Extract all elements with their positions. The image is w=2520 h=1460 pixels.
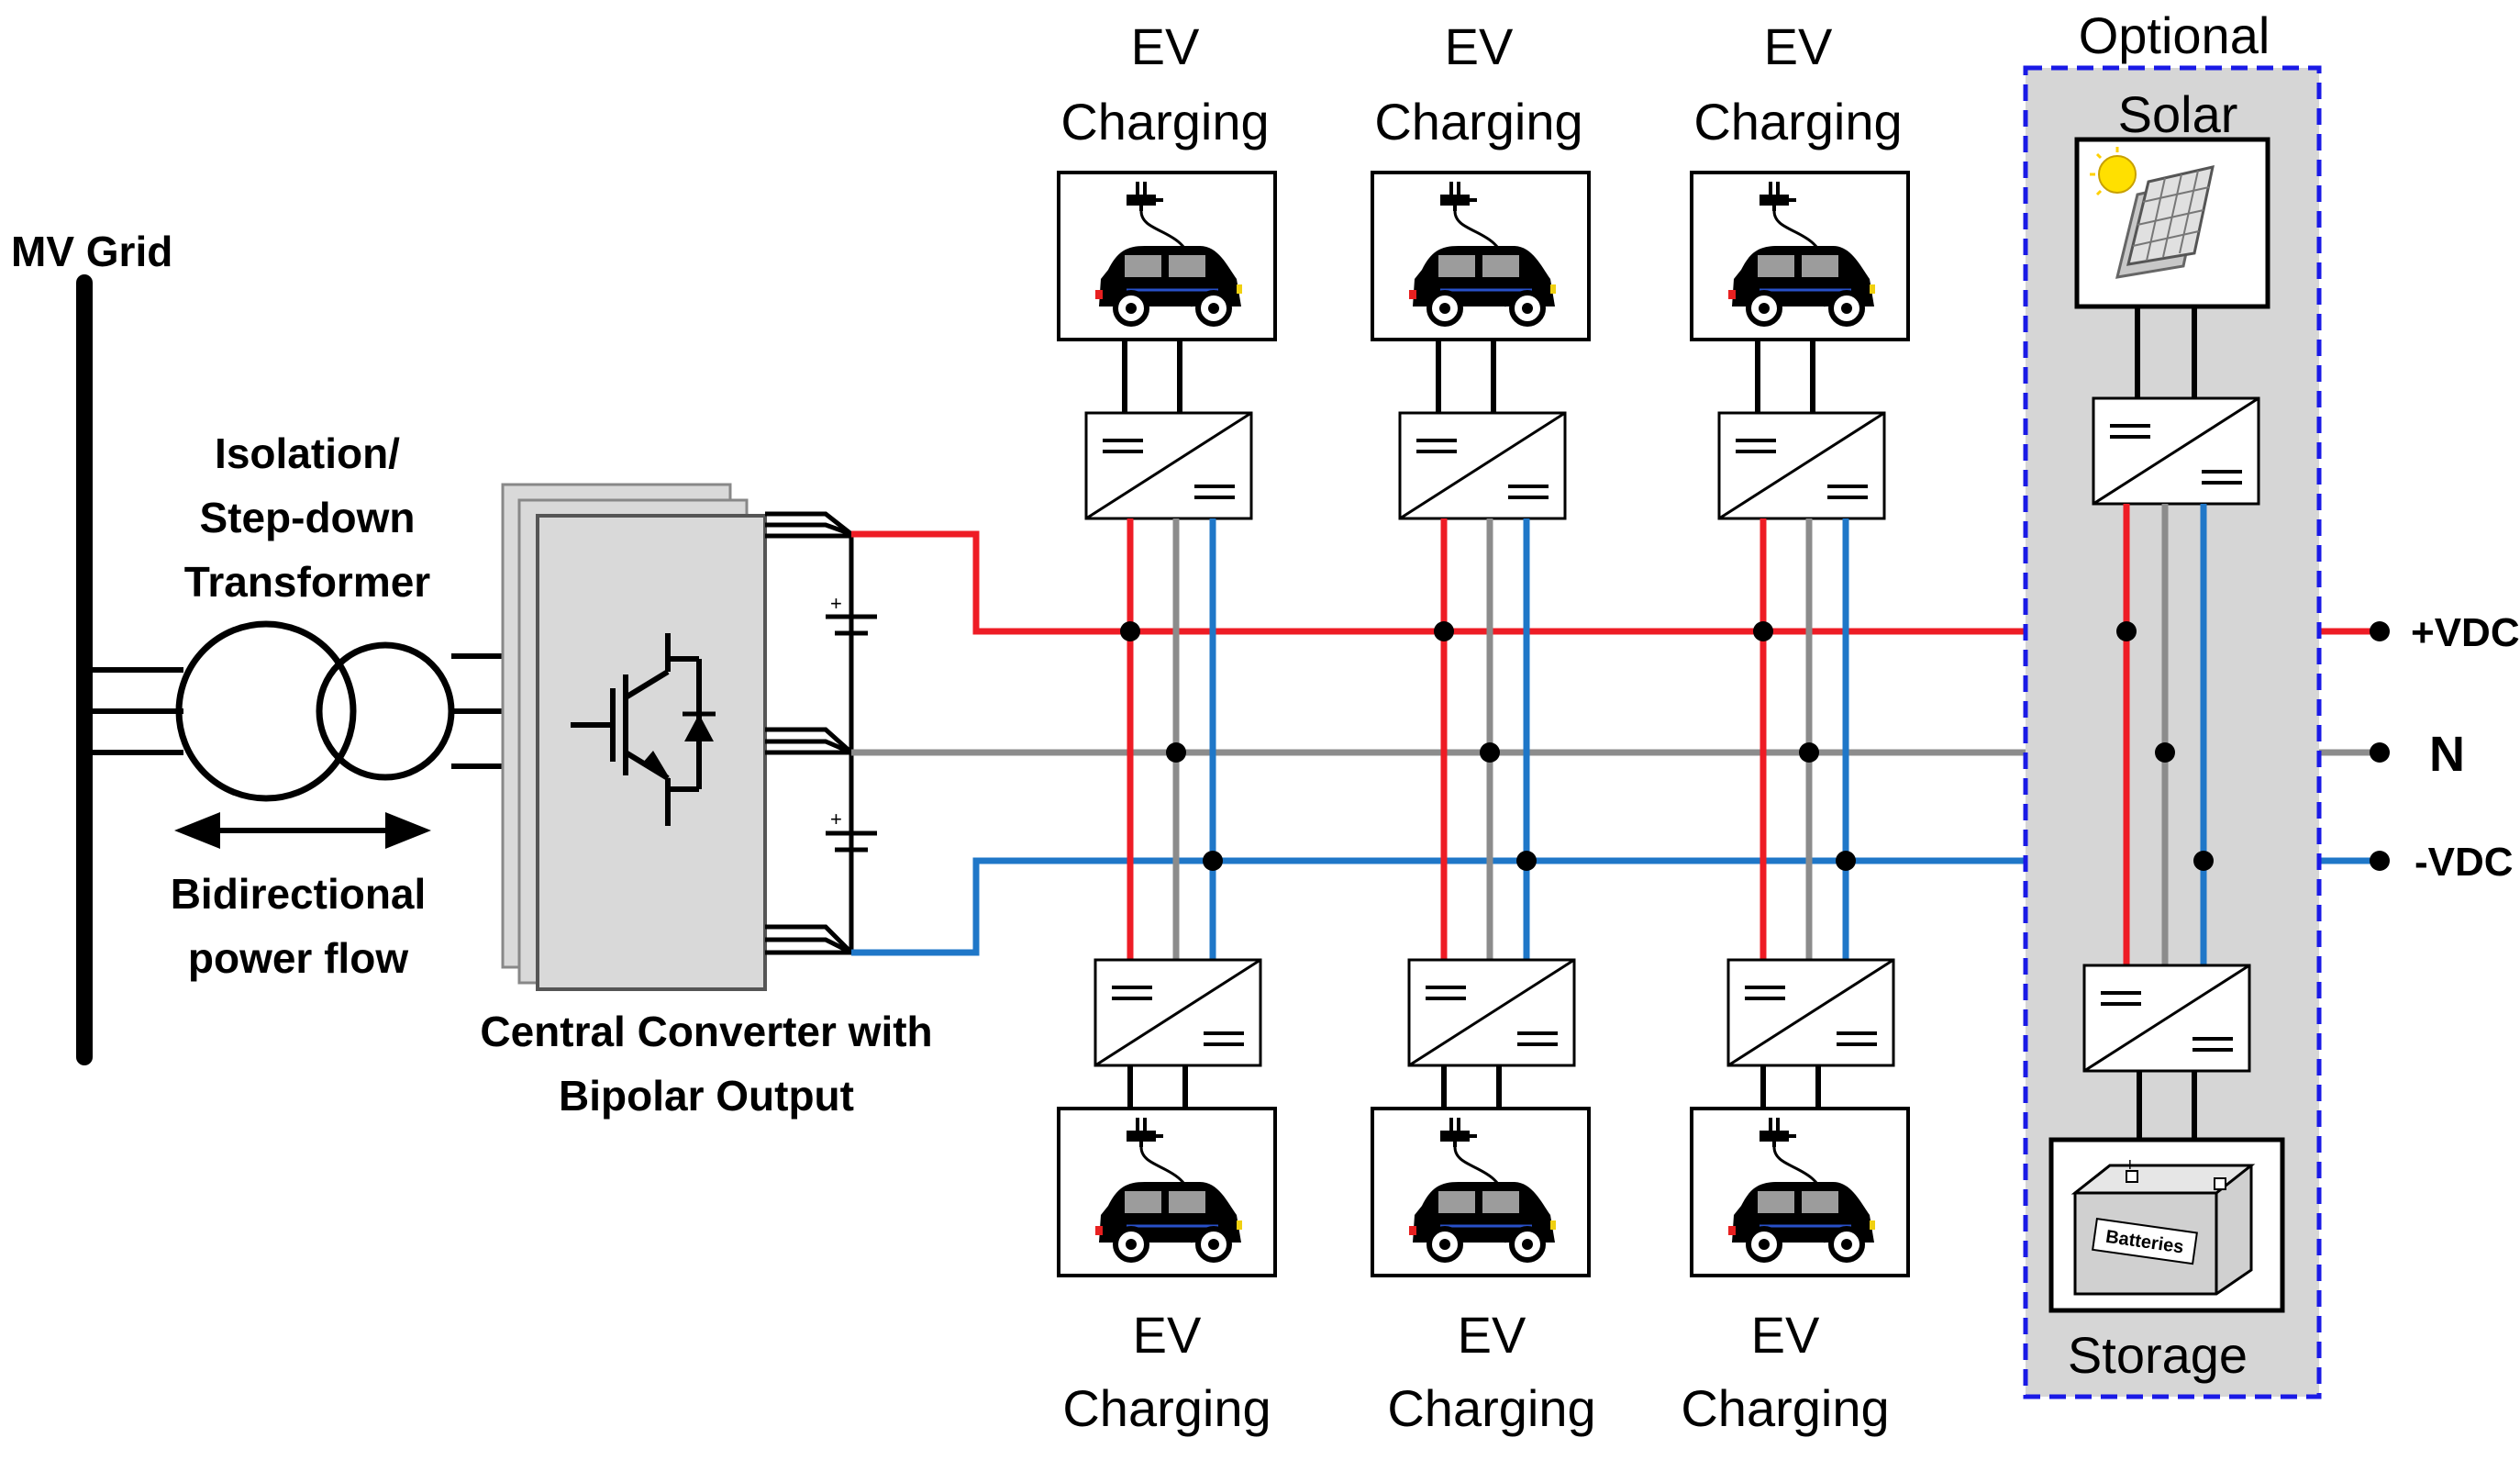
bus-junction: [1166, 742, 1186, 763]
dc-dc-converter-bottom-1: [1093, 958, 1262, 1067]
transformer-primary-coil: [175, 620, 357, 802]
ev-label-line2: Charging: [1374, 93, 1582, 150]
ev-label-line2: Charging: [1062, 1379, 1271, 1437]
ev-charger-box: [1690, 171, 1910, 341]
ev-label-line1: EV: [1764, 17, 1833, 75]
ev-label-line1: EV: [1751, 1306, 1820, 1364]
dc-dc-converter-top-1: [1084, 411, 1253, 520]
transformer-secondary-coil: [316, 641, 455, 781]
grid-label: MV Grid: [11, 228, 172, 275]
dc-dc-converter-bottom-2: [1407, 958, 1576, 1067]
dc-dc-converter-top-2: [1398, 411, 1567, 520]
minus-vdc-terminal: [2370, 851, 2390, 871]
bus-junction: [1203, 851, 1223, 871]
positive-bus: [851, 530, 2380, 635]
bus-junction: [2155, 742, 2175, 763]
bus-junction: [2116, 621, 2137, 641]
dc-dc-converter-bottom-3: [1726, 958, 1895, 1067]
charging-feeders: EVChargingEVChargingEVChargingEVCharging…: [1057, 17, 2260, 1437]
dc-dc-converter-solar: [2092, 396, 2260, 506]
negative-bus: [851, 857, 2380, 956]
transformer-label-1: Isolation/: [215, 429, 400, 477]
storage-label: Storage: [2068, 1326, 2248, 1384]
solar-label: Solar: [2118, 85, 2238, 143]
minus-vdc-label: -VDC: [2415, 840, 2514, 885]
converter-label-1: Central Converter with: [480, 1008, 932, 1055]
svg-text:+: +: [2125, 1155, 2136, 1176]
central-converter: [501, 483, 767, 991]
bus-junction: [1120, 621, 1140, 641]
converter-output-wires: [765, 511, 853, 955]
ev-label-line1: EV: [1458, 1306, 1526, 1364]
flow-label-2: power flow: [188, 934, 408, 982]
dc-dc-converter-storage: [2082, 964, 2251, 1073]
bus-junction: [1799, 742, 1819, 763]
ev-label-line2: Charging: [1693, 93, 1902, 150]
ev-label-line2: Charging: [1387, 1379, 1595, 1437]
dc-dc-converter-top-3: [1717, 411, 1886, 520]
ev-label-line2: Charging: [1060, 93, 1269, 150]
bus-junction: [1753, 621, 1773, 641]
diode-icon: [684, 714, 714, 741]
bidirectional-arrow: [174, 812, 431, 849]
svg-text:+: +: [830, 808, 842, 830]
neutral-label: N: [2429, 727, 2465, 782]
grid-transformer-wires: [84, 667, 183, 755]
ev-label-line1: EV: [1133, 1306, 1202, 1364]
solar-panel-icon: [2090, 147, 2215, 279]
bus-junction: [1434, 621, 1454, 641]
bus-junction: [1516, 851, 1537, 871]
bus-junction: [1480, 742, 1500, 763]
igbt-switch-icon: [571, 633, 702, 826]
ev-label-line1: EV: [1131, 17, 1200, 75]
converter-label-2: Bipolar Output: [559, 1072, 854, 1120]
neutral-terminal: [2370, 742, 2390, 763]
bus-junction: [1836, 851, 1856, 871]
dc-link-capacitors: [826, 534, 877, 953]
svg-text:+: +: [830, 592, 842, 615]
transformer-label-3: Transformer: [184, 558, 431, 606]
battery-icon: + Batteries: [2070, 1155, 2256, 1296]
ev-label-line1: EV: [1445, 17, 1514, 75]
ev-label-line2: Charging: [1681, 1379, 1889, 1437]
plus-vdc-terminal: [2370, 621, 2390, 641]
optional-label: Optional: [2079, 6, 2270, 64]
flow-label-1: Bidirectional: [171, 870, 427, 918]
plus-vdc-label: +VDC: [2411, 610, 2520, 655]
bus-junction: [2193, 851, 2214, 871]
transformer-label-2: Step-down: [199, 494, 415, 541]
